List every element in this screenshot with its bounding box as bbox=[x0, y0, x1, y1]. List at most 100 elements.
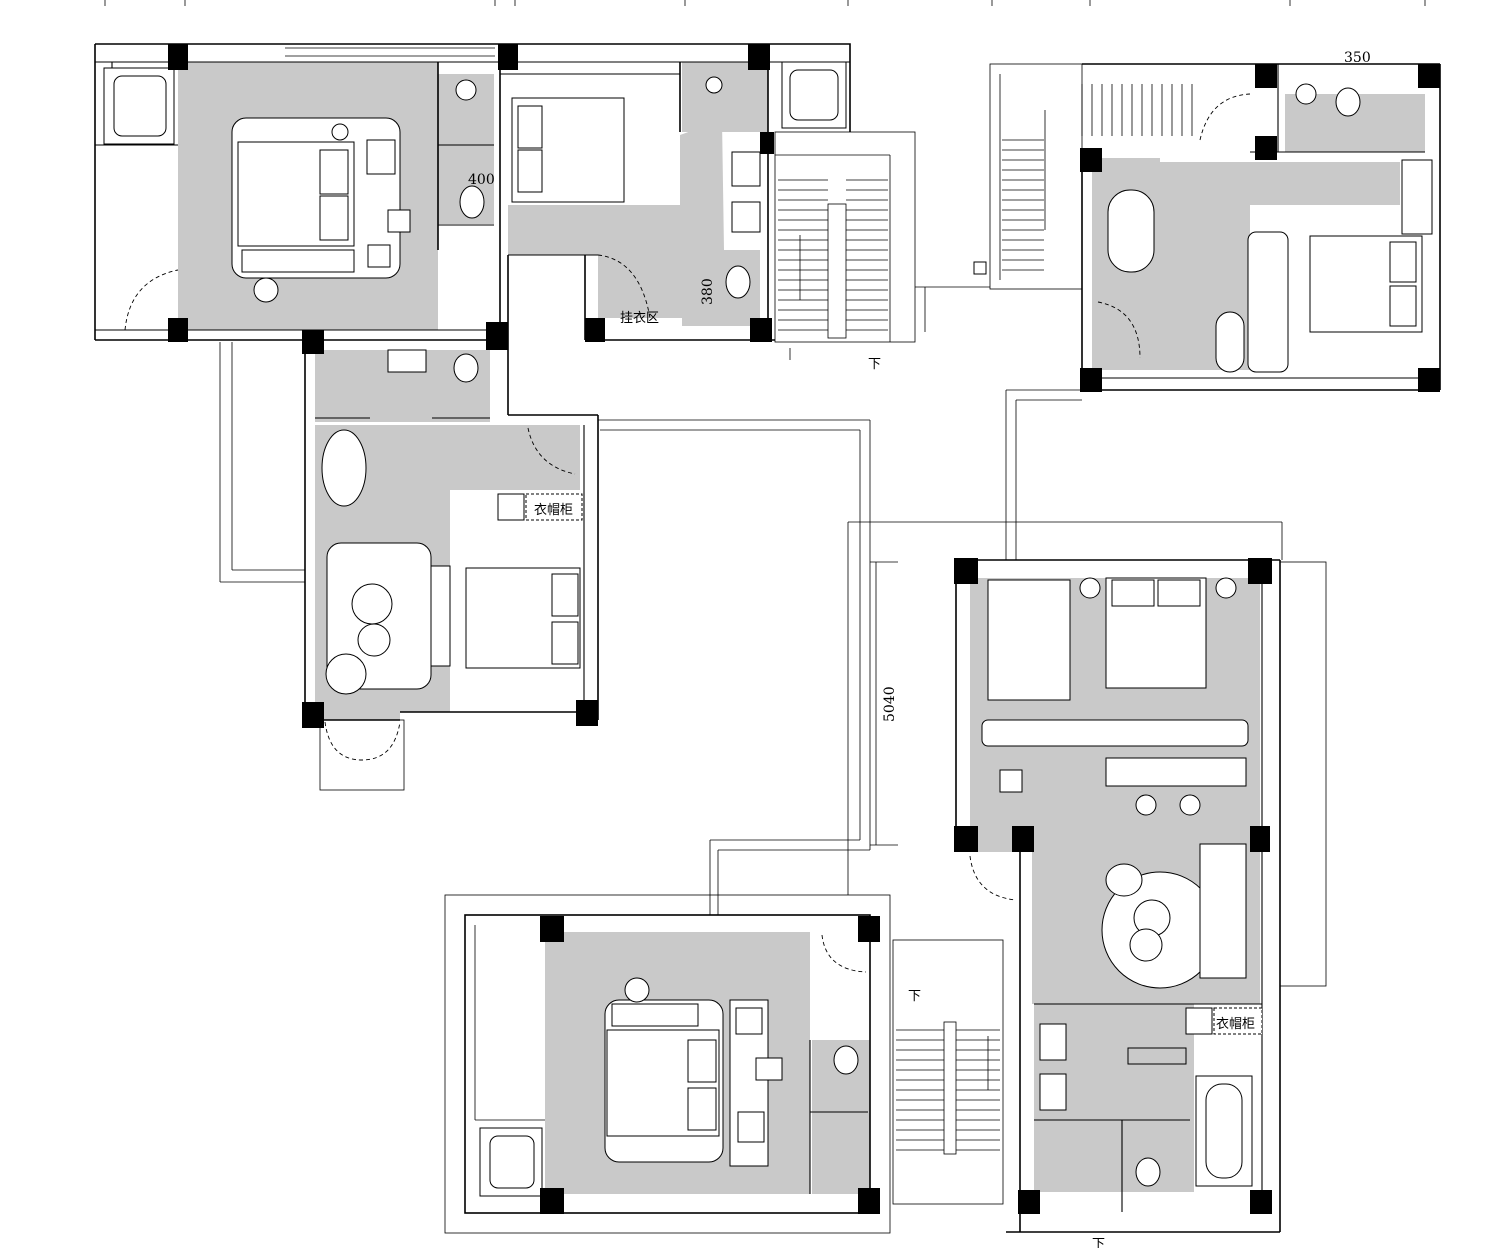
col-mr-4 bbox=[1012, 826, 1034, 852]
cabinet-tl bbox=[367, 244, 391, 268]
col-tl-7 bbox=[585, 318, 605, 342]
wardrobe-mr bbox=[1213, 1007, 1263, 1035]
dim-380: 380 bbox=[700, 278, 716, 305]
stair2-outline bbox=[989, 63, 1083, 290]
rug-mr bbox=[987, 579, 1071, 701]
bed-2-pillow2 bbox=[517, 149, 543, 193]
table-ml bbox=[351, 583, 393, 625]
sink-ml bbox=[387, 349, 427, 373]
bath2-floor bbox=[682, 62, 768, 132]
tv-unit-mr bbox=[1105, 757, 1247, 787]
door-bl-main bbox=[821, 934, 867, 973]
stair3-outline bbox=[892, 939, 1004, 1205]
col-tr-3 bbox=[1255, 136, 1277, 160]
stair1-treads bbox=[778, 179, 888, 331]
col-tl-8 bbox=[750, 318, 772, 342]
door-balcony-ml bbox=[324, 721, 401, 761]
col-ml-3 bbox=[576, 700, 598, 726]
bed-bl-pillow1 bbox=[687, 1039, 717, 1083]
col-bl-3 bbox=[540, 1188, 564, 1214]
vanity-mr-2 bbox=[1039, 1073, 1067, 1111]
outline-bl bbox=[464, 914, 871, 1214]
balcony-mr bbox=[1279, 561, 1327, 987]
stair1-outline bbox=[774, 131, 916, 343]
closet-tr bbox=[1401, 159, 1433, 235]
stool-mr-2 bbox=[1179, 794, 1201, 816]
bed-mr-pillow2 bbox=[1157, 579, 1201, 607]
stair3-treads bbox=[896, 1029, 1000, 1151]
bathtub-mr-inner bbox=[1205, 1083, 1243, 1179]
col-ml-1 bbox=[302, 330, 324, 354]
toilet-ml bbox=[453, 353, 479, 383]
stool-mr-1 bbox=[1135, 794, 1157, 816]
bed-mr-pillow1 bbox=[1111, 579, 1155, 607]
col-mr-1 bbox=[954, 558, 978, 584]
lamp-tl-1 bbox=[331, 123, 349, 141]
sofa-mr bbox=[1199, 843, 1247, 979]
balcony-door-arc bbox=[124, 269, 179, 331]
label-stair-down-a: 下 bbox=[868, 357, 881, 372]
label-wardrobe-a: 衣帽柜 bbox=[534, 502, 573, 518]
pouf-bl bbox=[624, 977, 650, 1003]
balcony-ml bbox=[319, 719, 405, 791]
cabinet-ml bbox=[497, 493, 525, 521]
suite-top-left: 400 挂衣区 380 bbox=[94, 43, 851, 350]
col-tr-1 bbox=[1255, 64, 1277, 88]
vanity-2b bbox=[731, 201, 761, 233]
stair-bottom-center: 下 下 bbox=[892, 939, 1105, 1248]
outline-bl-outer bbox=[444, 894, 891, 1234]
col-tr-5 bbox=[1080, 368, 1102, 392]
col-mr-2 bbox=[1248, 558, 1272, 584]
dim-350: 350 bbox=[1344, 50, 1371, 66]
col-tl-4 bbox=[760, 132, 774, 154]
bed-tl-pillow1 bbox=[319, 149, 349, 195]
stair1-well bbox=[827, 203, 847, 339]
toilet-3 bbox=[725, 265, 751, 299]
toilet-tl bbox=[459, 185, 485, 219]
sink-2 bbox=[705, 76, 723, 94]
col-tl-2 bbox=[498, 44, 518, 70]
door-tr-bath bbox=[1097, 301, 1141, 359]
stair2-treads bbox=[1002, 84, 1193, 271]
bed-ml-pillow1 bbox=[551, 573, 579, 617]
col-mr-3 bbox=[954, 826, 978, 852]
chair-ml bbox=[325, 653, 367, 695]
col-tr-4 bbox=[1080, 148, 1102, 172]
lamp-mr-1 bbox=[1079, 577, 1101, 599]
col-mr-5 bbox=[1250, 826, 1270, 852]
stair3-well bbox=[943, 1021, 957, 1155]
chair-mr bbox=[1105, 863, 1143, 897]
bedroom-floor-tr bbox=[1092, 158, 1400, 370]
label-stair-down-b: 下 bbox=[908, 989, 921, 1004]
vanity-mr-1 bbox=[1039, 1023, 1067, 1061]
cabinet-mr bbox=[1185, 1007, 1213, 1035]
stool-bl bbox=[755, 1057, 783, 1081]
bench-tr bbox=[1247, 231, 1289, 373]
stair-top-center: 下 bbox=[774, 131, 990, 372]
chaise-tr bbox=[1215, 311, 1245, 373]
bed-ml-pillow2 bbox=[551, 621, 579, 665]
suite-mid-left: 衣帽柜 bbox=[219, 330, 599, 791]
bathtub-tl-inner bbox=[113, 75, 167, 137]
table-mr-2 bbox=[1129, 928, 1163, 962]
door-bed2 bbox=[597, 254, 651, 319]
bathtub-tr bbox=[1107, 189, 1155, 273]
top-edge-ticks bbox=[104, 0, 1426, 6]
col-tl-6 bbox=[486, 322, 508, 350]
suite-mid-right: 衣帽柜 bbox=[954, 558, 1327, 1233]
label-hanging-area: 挂衣区 bbox=[620, 310, 659, 326]
suite-bottom-left bbox=[444, 894, 891, 1234]
toilet-bl bbox=[833, 1045, 859, 1075]
suite-top-right: 350 bbox=[973, 50, 1441, 392]
col-tl-1 bbox=[168, 44, 188, 70]
bathtub-bl-inner bbox=[489, 1135, 535, 1189]
door-tr-main bbox=[1199, 93, 1251, 141]
lamp-mr-2 bbox=[1215, 577, 1237, 599]
vanity-2 bbox=[731, 151, 761, 187]
wall-tl-outer bbox=[95, 43, 851, 132]
col-mr-7 bbox=[1250, 1190, 1272, 1214]
cabinet-bl bbox=[735, 1007, 763, 1035]
bed-tl-pillow2 bbox=[319, 195, 349, 241]
stool-tl bbox=[387, 209, 411, 233]
